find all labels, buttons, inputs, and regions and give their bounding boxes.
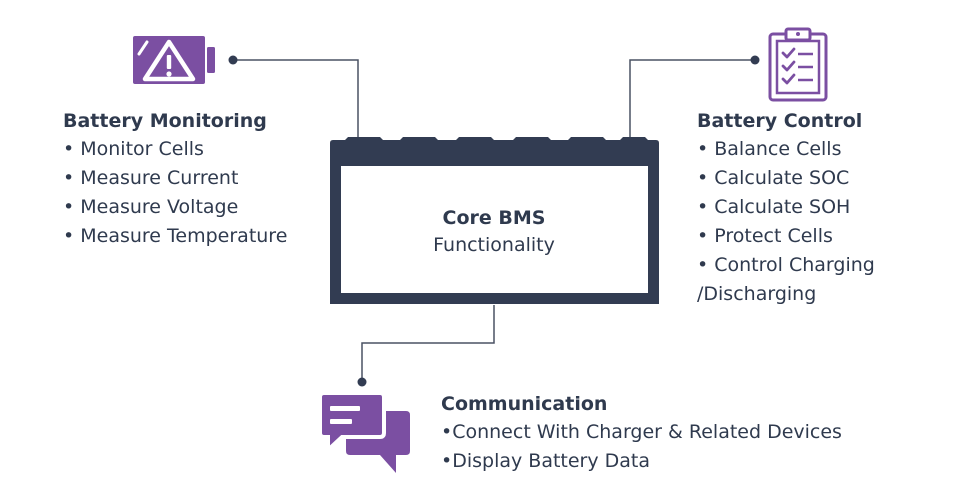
core-subtitle: Functionality xyxy=(433,234,555,256)
monitoring-item: • Measure Temperature xyxy=(63,225,288,247)
control-item: • Control Charging xyxy=(697,254,875,276)
communication-block: Communication •Connect With Charger & Re… xyxy=(441,390,842,476)
control-title: Battery Control xyxy=(697,110,863,132)
core-label: Core BMS Functionality xyxy=(330,205,658,259)
communication-list: •Connect With Charger & Related Devices … xyxy=(441,418,842,476)
monitoring-block: Battery Monitoring • Monitor Cells • Mea… xyxy=(63,107,287,251)
monitoring-title: Battery Monitoring xyxy=(63,110,267,132)
communication-item: •Display Battery Data xyxy=(441,450,651,472)
monitoring-item: • Monitor Cells xyxy=(63,138,204,160)
connector-dot-control xyxy=(750,55,760,65)
battery-terminals xyxy=(330,137,659,159)
monitoring-item: • Measure Current xyxy=(63,167,239,189)
connector-monitoring xyxy=(233,59,359,140)
communication-item: •Connect With Charger & Related Devices xyxy=(441,421,842,443)
control-item: • Balance Cells xyxy=(697,138,842,160)
clipboard-checklist-icon xyxy=(768,27,828,102)
control-item: • Calculate SOC xyxy=(697,167,850,189)
battery-warning-icon xyxy=(133,36,215,84)
connector-communication xyxy=(361,305,495,382)
control-list: • Balance Cells • Calculate SOC • Calcul… xyxy=(697,135,875,309)
monitoring-item: • Measure Voltage xyxy=(63,196,239,218)
control-item: /Discharging xyxy=(697,283,817,305)
control-block: Battery Control • Balance Cells • Calcul… xyxy=(697,107,875,309)
connector-control xyxy=(629,59,755,140)
core-battery-shape xyxy=(330,137,659,304)
communication-title: Communication xyxy=(441,393,608,415)
battery-body xyxy=(330,155,659,304)
connector-dot-communication xyxy=(357,377,367,387)
chat-bubbles-icon xyxy=(320,393,410,473)
control-item: • Calculate SOH xyxy=(697,196,851,218)
core-title: Core BMS xyxy=(442,207,546,229)
connector-dot-monitoring xyxy=(228,55,238,65)
monitoring-list: • Monitor Cells • Measure Current • Meas… xyxy=(63,135,287,251)
control-item: • Protect Cells xyxy=(697,225,833,247)
